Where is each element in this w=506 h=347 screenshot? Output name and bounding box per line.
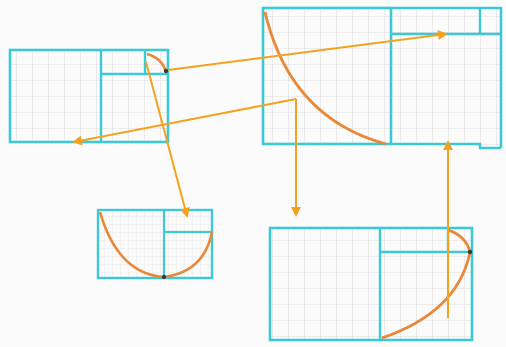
- panel-top-right-rectangle: [261, 6, 503, 150]
- panel-top-left-rectangle: [8, 48, 170, 144]
- arrow-top-left-to-top-right: [167, 30, 448, 71]
- panel-middle-left-rectangle: [96, 208, 214, 280]
- arrows: [72, 30, 453, 318]
- panel-bottom-right-rectangle: [268, 226, 474, 342]
- panel-grid: [98, 210, 212, 278]
- spiral-arc: [381, 228, 472, 340]
- panel-grid: [270, 228, 472, 340]
- outer-frame: [391, 6, 503, 148]
- arc-point: [161, 274, 167, 280]
- arc-point: [467, 249, 473, 255]
- spiral-arc: [263, 11, 387, 146]
- outer-frame: [8, 48, 170, 144]
- panel-grid: [10, 50, 168, 142]
- bottom-edge: [391, 142, 501, 150]
- outer-frame: [96, 208, 214, 280]
- square-large: [261, 6, 393, 146]
- arrow-top-right-to-top-left: [72, 98, 297, 146]
- arc-point: [163, 68, 169, 74]
- panel-grid: [263, 8, 501, 146]
- arrow-top-left-to-middle: [145, 61, 190, 218]
- outer-frame: [268, 226, 474, 342]
